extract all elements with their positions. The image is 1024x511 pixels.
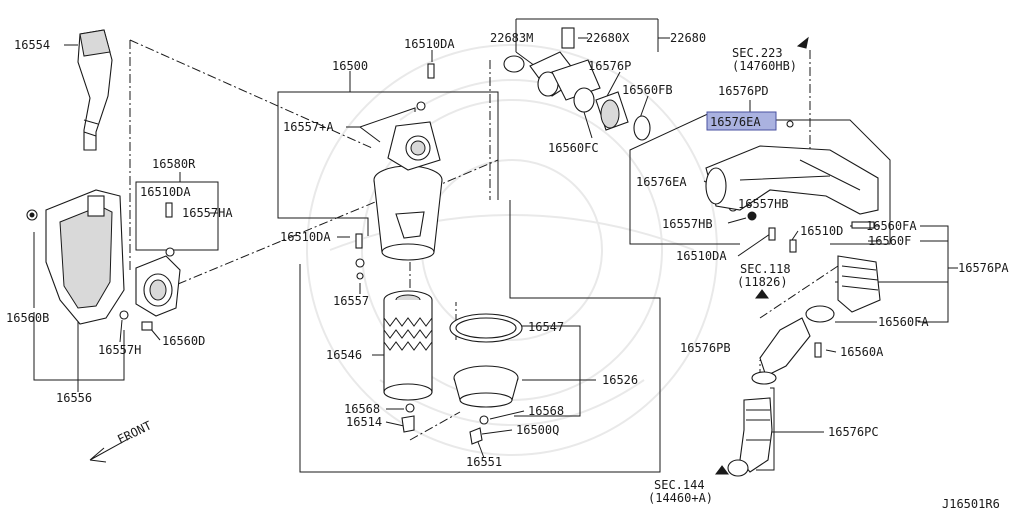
label-16568-right: 16568: [528, 404, 564, 418]
part-16576PD-duct: [705, 145, 879, 215]
label-16557HB-left: 16557HB: [662, 217, 713, 231]
label-sec118-code: (11826): [737, 275, 788, 289]
part-16554-air-duct: [77, 29, 113, 151]
label-16560F: 16560F: [868, 234, 911, 248]
part-16580R-resonator: [135, 255, 181, 317]
label-16500Q: 16500Q: [516, 423, 559, 437]
part-16576P-hose: [573, 87, 651, 141]
part-16576PC-lower-hose: [727, 397, 773, 477]
label-16560FB: 16560FB: [622, 83, 673, 97]
part-16500-upper-housing: [373, 121, 443, 261]
label-16526: 16526: [602, 373, 638, 387]
label-16576PD: 16576PD: [718, 84, 769, 98]
label-16560FA-low: 16560FA: [878, 315, 929, 329]
label-22680: 22680: [670, 31, 706, 45]
label-16568-left: 16568: [344, 402, 380, 416]
label-sec118: SEC.118: [740, 262, 791, 276]
part-16526-bowl: [453, 365, 519, 408]
label-16554: 16554: [14, 38, 50, 52]
label-16500: 16500: [332, 59, 368, 73]
label-16557H: 16557H: [98, 343, 141, 357]
direction-arrows: [89, 36, 809, 475]
label-16557HB-right: 16557HB: [738, 197, 789, 211]
label-16576EA-highlighted: 16576EA: [710, 115, 761, 129]
part-16576PB-elbow: [751, 317, 811, 385]
label-16514: 16514: [346, 415, 382, 429]
label-16576EA: 16576EA: [636, 175, 687, 189]
label-16510DA-left: 16510DA: [140, 185, 191, 199]
label-16580R: 16580R: [152, 157, 196, 171]
label-16510DA-top: 16510DA: [404, 37, 455, 51]
part-labels: 16554 16510DA 22683M 22680X 22680 SEC.22…: [6, 31, 1009, 511]
diagram-id: J16501R6: [942, 497, 1000, 511]
label-16547: 16547: [528, 320, 564, 334]
leader-lines: [33, 18, 958, 473]
label-16556: 16556: [56, 391, 92, 405]
label-16551: 16551: [466, 455, 502, 469]
part-16546-filter-element: [383, 290, 433, 401]
label-22680X: 22680X: [586, 31, 630, 45]
label-16560D: 16560D: [162, 334, 205, 348]
label-16510DA-mid: 16510DA: [280, 230, 331, 244]
label-16560A: 16560A: [840, 345, 884, 359]
highlight-16576EA: [706, 111, 777, 131]
label-sec223-code: (14760HB): [732, 59, 797, 73]
label-front: FRONT: [115, 418, 154, 446]
part-16576PA-bellows: [805, 255, 881, 323]
label-16546: 16546: [326, 348, 362, 362]
label-16510D: 16510D: [800, 224, 843, 238]
label-16560B: 16560B: [6, 311, 49, 325]
label-16560FA-top: 16560FA: [866, 219, 917, 233]
label-16576PA: 16576PA: [958, 261, 1009, 275]
label-16557HA: 16557HA: [182, 206, 233, 220]
part-16547-seal-ring: [449, 313, 523, 343]
label-16560FC: 16560FC: [548, 141, 599, 155]
label-22683M: 22683M: [490, 31, 533, 45]
label-16576PC: 16576PC: [828, 425, 879, 439]
label-16557: 16557: [333, 294, 369, 308]
label-sec144-code: (14460+A): [648, 491, 713, 505]
label-16576P: 16576P: [588, 59, 631, 73]
label-16510DA-low: 16510DA: [676, 249, 727, 263]
label-16576PB: 16576PB: [680, 341, 731, 355]
label-sec144: SEC.144: [654, 478, 705, 492]
part-16556-lower-housing: [45, 189, 125, 325]
label-16557A: 16557+A: [283, 120, 334, 134]
label-sec223: SEC.223: [732, 46, 783, 60]
